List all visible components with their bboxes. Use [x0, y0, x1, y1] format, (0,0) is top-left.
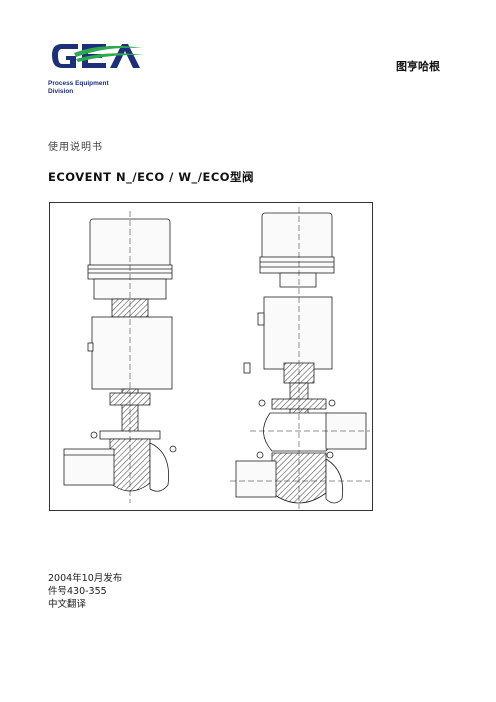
right-valve [230, 207, 370, 509]
gea-logo: Process Equipment Division [48, 38, 148, 98]
valve-illustration [63, 207, 370, 509]
division-line-1: Process Equipment [48, 80, 109, 87]
translation-note: 中文翻译 [48, 599, 87, 610]
gea-wordmark [52, 44, 144, 68]
release-date: 2004年10月发布 [48, 573, 123, 584]
valve-drawing [49, 202, 373, 511]
document-title: ECOVENT N_/ECO / W_/ECO型阀 [48, 170, 255, 184]
division-line-2: Division [48, 87, 74, 95]
company-name: 图亨哈根 [396, 60, 440, 73]
left-valve [63, 211, 177, 503]
document-type: 使用说明书 [48, 142, 103, 153]
division-name: Process Equipment Division [48, 80, 148, 95]
part-number: 件号430-355 [48, 586, 107, 597]
